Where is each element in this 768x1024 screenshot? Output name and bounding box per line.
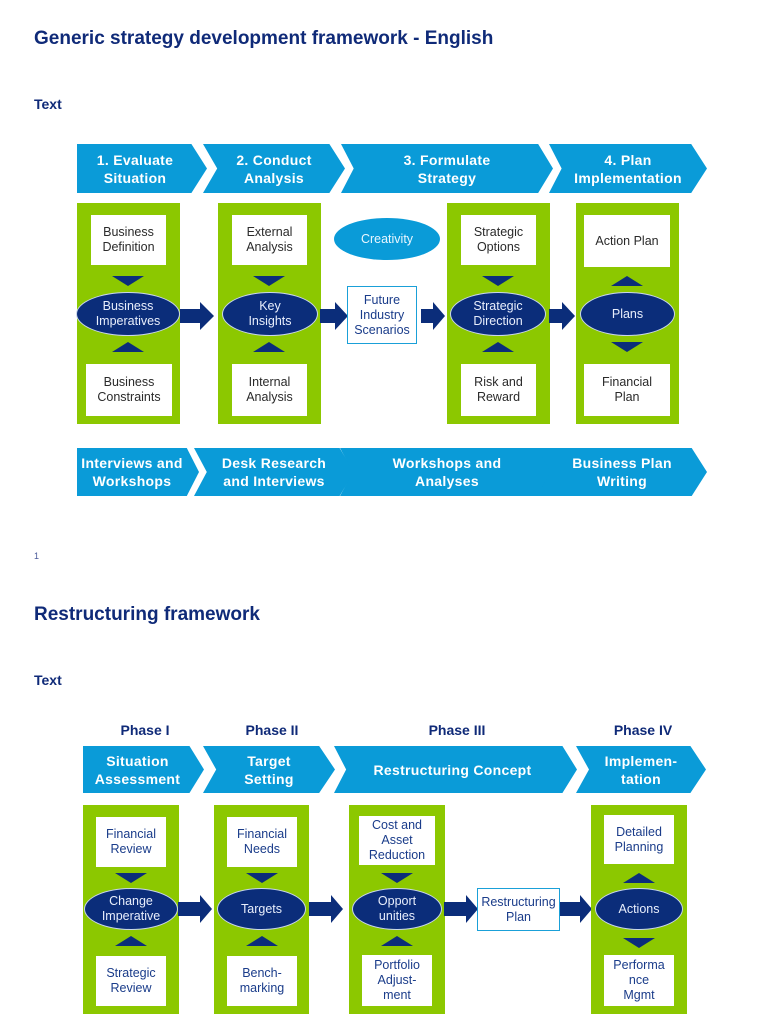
arrow-down-icon	[253, 276, 285, 286]
phase-label-4: Phase IV	[613, 722, 673, 738]
box-restructuring-plan: Restructuring Plan	[477, 888, 560, 931]
stage-chevron-restructuring: Restructuring Concept	[334, 746, 577, 793]
oval-plans: Plans	[580, 292, 675, 336]
stage-chevron-situation: Situation Assessment	[83, 746, 204, 793]
box-financial-review: Financial Review	[96, 817, 166, 867]
phase-label-3: Phase III	[428, 722, 486, 738]
section1-title: Generic strategy development framework -…	[34, 28, 494, 49]
oval-strategic-direction: Strategic Direction	[450, 292, 546, 336]
section2-title: Restructuring framework	[34, 604, 260, 625]
arrow-down-icon	[381, 873, 413, 883]
arrow-right-icon	[180, 302, 214, 330]
box-cost-asset-reduction: Cost and Asset Reduction	[359, 816, 435, 865]
box-business-constraints: Business Constraints	[86, 364, 172, 416]
arrow-up-icon	[253, 342, 285, 352]
arrow-down-icon	[112, 276, 144, 286]
arrow-up-icon	[623, 873, 655, 883]
box-future-industry-scenarios: Future Industry Scenarios	[347, 286, 417, 344]
section2-subtitle: Text	[34, 672, 62, 688]
arrow-right-icon	[444, 895, 478, 923]
box-strategic-review: Strategic Review	[96, 956, 166, 1006]
stage-chevron-formulate: 3. Formulate Strategy	[341, 144, 553, 193]
box-external-analysis: External Analysis	[232, 215, 307, 265]
stage-chevron-target: Target Setting	[203, 746, 335, 793]
method-chevron-desk-research: Desk Research and Interviews	[194, 448, 354, 496]
method-chevron-workshops: Workshops and Analyses	[340, 448, 554, 496]
arrow-right-icon	[560, 895, 592, 923]
box-strategic-options: Strategic Options	[461, 215, 536, 265]
arrow-up-icon	[381, 936, 413, 946]
arrow-down-icon	[115, 873, 147, 883]
oval-business-imperatives: Business Imperatives	[76, 292, 180, 336]
oval-opportunities: Opport unities	[352, 888, 442, 930]
arrow-down-icon	[482, 276, 514, 286]
oval-creativity: Creativity	[334, 218, 440, 260]
oval-targets: Targets	[217, 888, 306, 930]
oval-change-imperative: Change Imperative	[84, 888, 178, 930]
section1-subtitle: Text	[34, 96, 62, 112]
method-chevron-interviews: Interviews and Workshops	[77, 448, 199, 496]
oval-actions: Actions	[595, 888, 683, 930]
box-risk-and-reward: Risk and Reward	[461, 364, 536, 416]
arrow-right-icon	[320, 302, 348, 330]
box-detailed-planning: Detailed Planning	[604, 815, 674, 864]
arrow-down-icon	[246, 873, 278, 883]
box-portfolio-adjustment: Portfolio Adjust- ment	[362, 955, 432, 1006]
arrow-down-icon	[623, 938, 655, 948]
arrow-up-icon	[482, 342, 514, 352]
box-benchmarking: Bench- marking	[227, 956, 297, 1006]
arrow-up-icon	[611, 276, 643, 286]
arrow-right-icon	[549, 302, 575, 330]
stage-chevron-implementation: Implemen- tation	[576, 746, 706, 793]
box-action-plan: Action Plan	[584, 215, 670, 267]
arrow-down-icon	[611, 342, 643, 352]
arrow-up-icon	[246, 936, 278, 946]
box-financial-plan: Financial Plan	[584, 364, 670, 416]
box-financial-needs: Financial Needs	[227, 817, 297, 867]
arrow-up-icon	[115, 936, 147, 946]
box-business-definition: Business Definition	[91, 215, 166, 265]
arrow-up-icon	[112, 342, 144, 352]
arrow-right-icon	[421, 302, 445, 330]
stage-chevron-analysis: 2. Conduct Analysis	[203, 144, 345, 193]
oval-key-insights: Key Insights	[222, 292, 318, 336]
arrow-right-icon	[309, 895, 343, 923]
stage-chevron-evaluate: 1. Evaluate Situation	[77, 144, 207, 193]
phase-label-2: Phase II	[245, 722, 299, 738]
arrow-right-icon	[178, 895, 212, 923]
phase-label-1: Phase I	[120, 722, 170, 738]
stage-chevron-implementation: 4. Plan Implementation	[549, 144, 707, 193]
footnote-number: 1	[34, 551, 40, 561]
box-internal-analysis: Internal Analysis	[232, 364, 307, 416]
box-performance-mgmt: Performa nce Mgmt	[604, 955, 674, 1006]
method-chevron-business-plan: Business Plan Writing	[537, 448, 707, 496]
